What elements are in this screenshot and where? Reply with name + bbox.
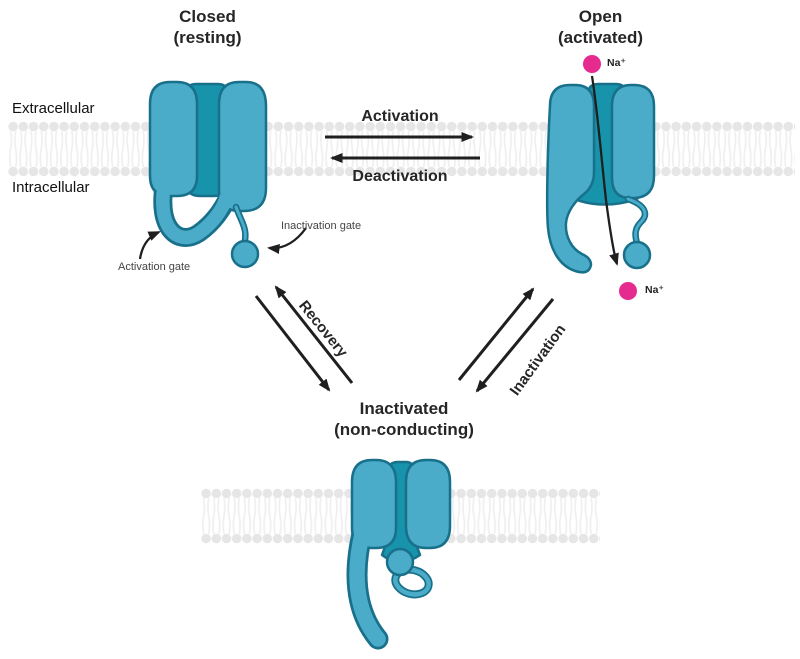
inactivated-chain-loop bbox=[393, 567, 431, 597]
inactivation-arrows bbox=[457, 287, 555, 393]
closed-chain bbox=[234, 205, 247, 242]
ion-flow-arrow bbox=[590, 75, 619, 266]
sodium-ion-bottom bbox=[619, 282, 637, 300]
recovery-arrows bbox=[254, 285, 354, 392]
activation-gate-loop bbox=[156, 169, 233, 245]
closed-inactivation-ball bbox=[230, 239, 260, 269]
sodium-label-bottom: Na⁺ bbox=[645, 284, 664, 296]
open-chain bbox=[626, 197, 647, 245]
open-channel bbox=[545, 82, 656, 274]
inactivated-right-subunit bbox=[404, 458, 452, 550]
inactivated-state-title: Inactivated (non-conducting) bbox=[334, 399, 474, 439]
closed-channel bbox=[148, 80, 268, 269]
closed-left-subunit bbox=[148, 80, 199, 198]
extracellular-label: Extracellular bbox=[12, 100, 95, 117]
sodium-ion-top bbox=[583, 55, 601, 73]
inactivation-gate-arrow bbox=[267, 227, 307, 254]
intracellular-label: Intracellular bbox=[12, 179, 90, 196]
activation-gate-label: Activation gate bbox=[118, 261, 191, 273]
top-membrane bbox=[8, 121, 795, 177]
open-state-title: Open (activated) bbox=[557, 7, 644, 47]
open-right-subunit bbox=[610, 83, 656, 200]
inactivated-channel bbox=[346, 458, 452, 650]
inactivation-gate-label: Inactivation gate bbox=[281, 220, 362, 232]
open-inactivation-ball bbox=[622, 240, 652, 270]
activation-gate-arrow bbox=[138, 230, 161, 260]
activation-label: Activation bbox=[361, 108, 439, 125]
deactivation-label: Deactivation bbox=[352, 168, 448, 185]
closed-state-title: Closed (resting) bbox=[173, 7, 242, 47]
open-left-subunit-with-tail bbox=[545, 83, 596, 274]
inactivated-ball-plug bbox=[385, 547, 415, 577]
inactivated-tail bbox=[349, 522, 386, 647]
sodium-label-top: Na⁺ bbox=[607, 57, 626, 69]
